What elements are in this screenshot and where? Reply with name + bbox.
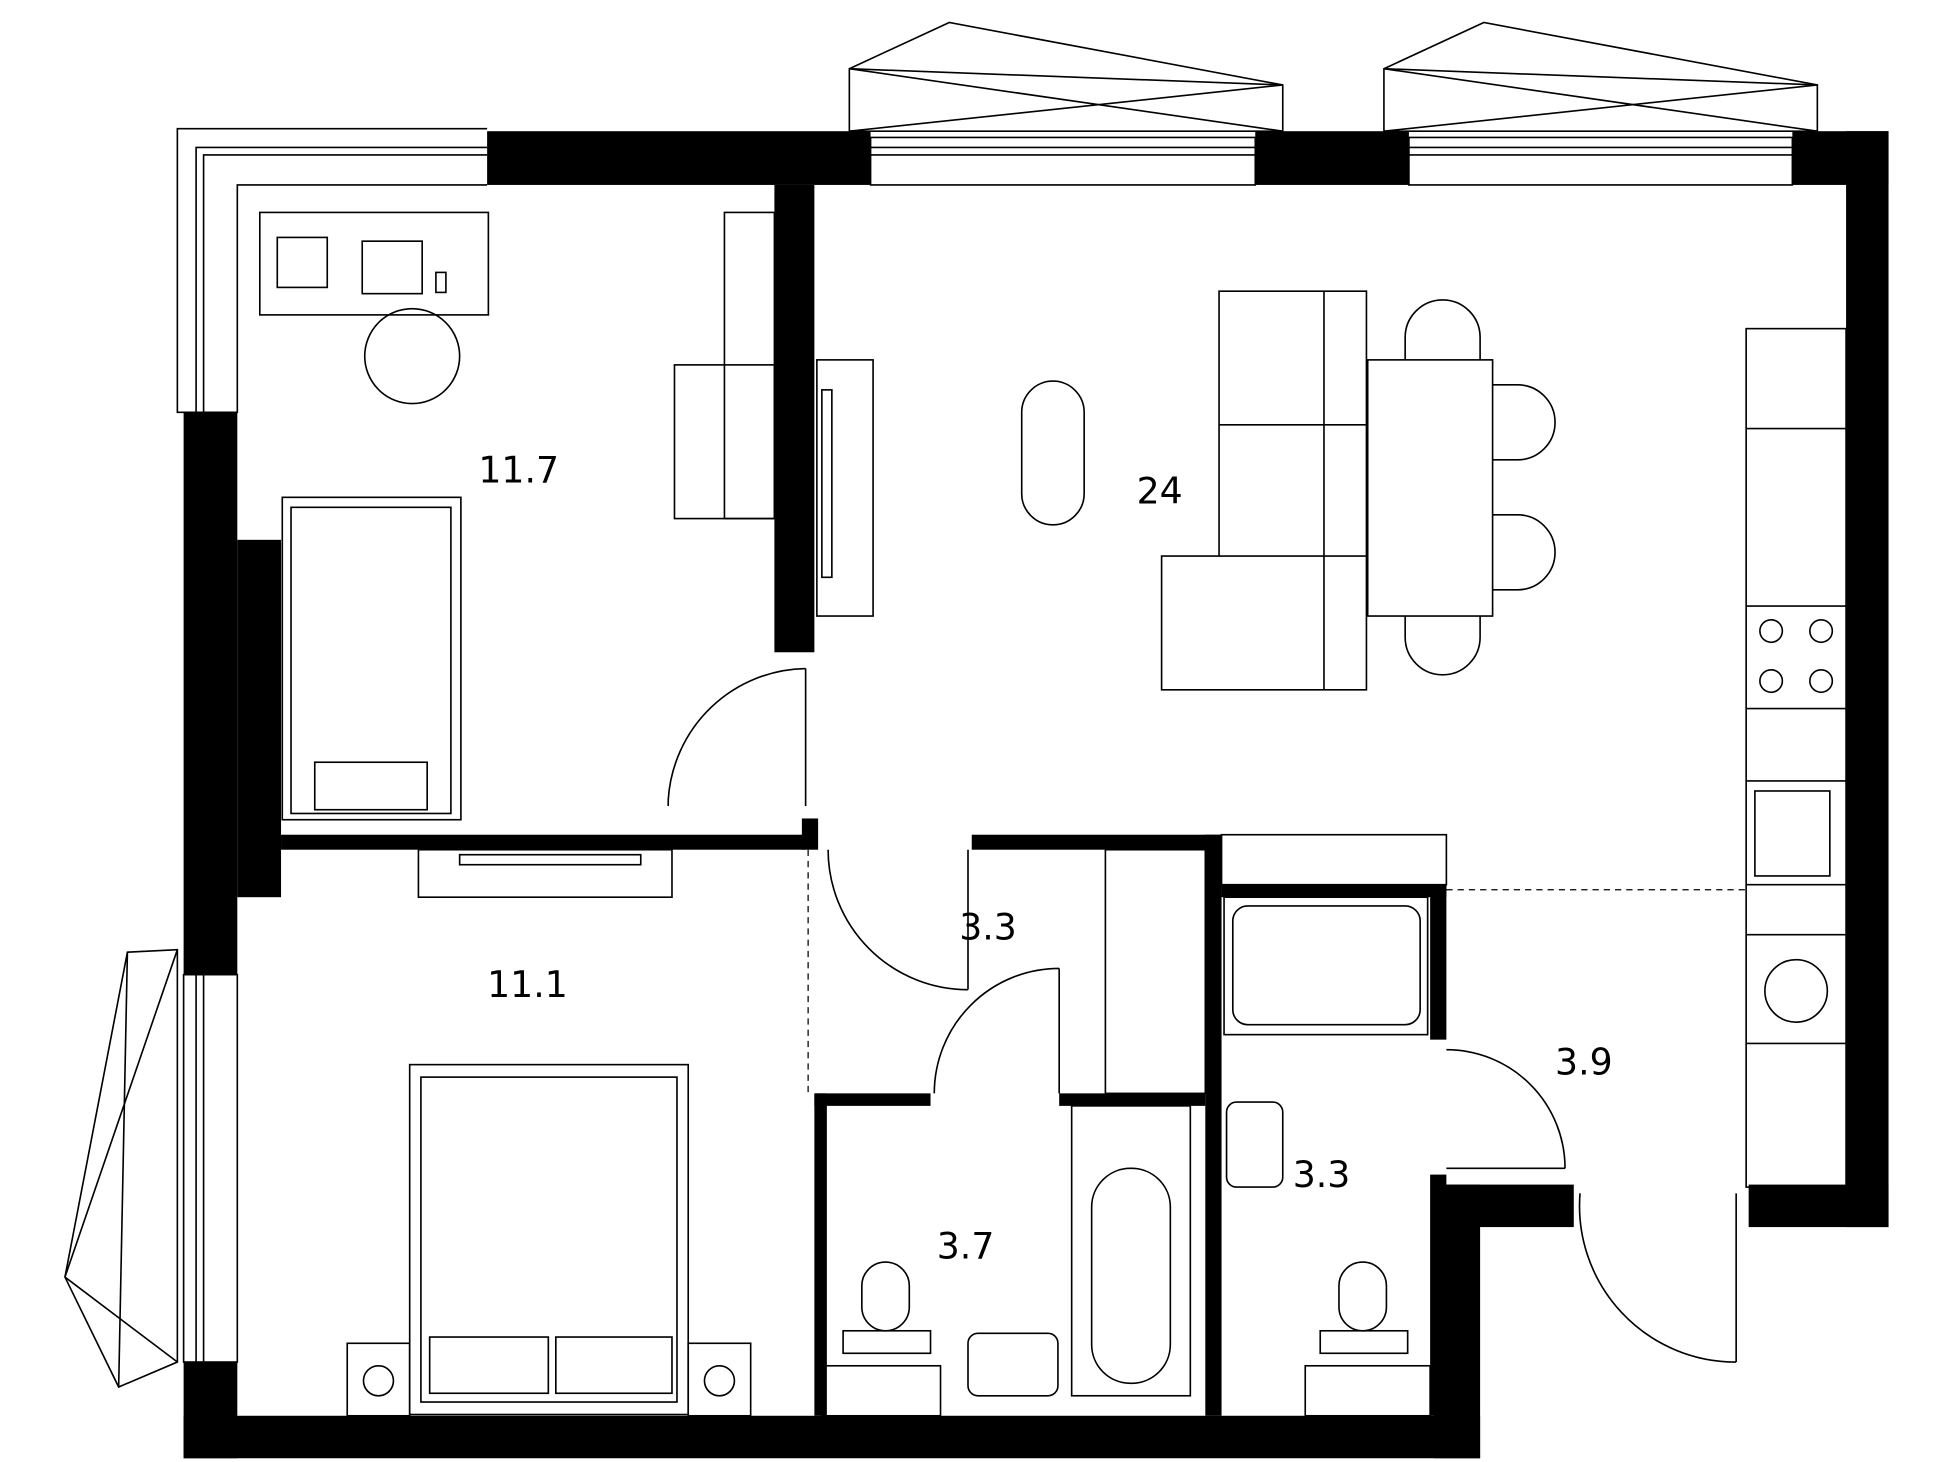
room-area-label: 3.9 [1555,1041,1613,1084]
nightstand [346,1342,411,1417]
coffee-table [1020,380,1085,526]
room-area-label: 24 [1137,470,1183,513]
room-area-label: 3.3 [959,906,1017,949]
bathtub [1070,1105,1192,1397]
nightstand [687,1342,752,1417]
closet [1104,848,1207,1095]
room-area-label: 3.3 [1293,1153,1351,1196]
kitchen-counter [1745,327,1847,1188]
furniture [258,211,1847,1417]
area-labels: 11.7 24 11.1 3.3 3.9 3.3 3.7 [478,448,1612,1267]
tv-stand [816,359,874,617]
room-area-label: 11.7 [478,448,559,491]
toilet [1338,1261,1388,1332]
office-chair [363,307,461,405]
washbasin [1225,1101,1284,1188]
washbasin [967,1332,1059,1397]
desk [258,211,490,316]
washing-machine [1764,958,1829,1023]
dining-table [1366,359,1494,617]
tv-console [417,848,673,899]
single-bed [281,496,462,821]
sink [1754,790,1831,877]
toilet [861,1261,911,1332]
walls [183,131,1889,1459]
windows [176,127,1794,1363]
sofa [1160,290,1368,691]
room-area-label: 3.7 [937,1224,995,1267]
room-area-label: 11.1 [487,963,568,1006]
double-bed [408,1063,690,1416]
doors [667,667,1747,1363]
bathtub-short [1223,896,1429,1036]
window-bays [64,21,1819,1389]
